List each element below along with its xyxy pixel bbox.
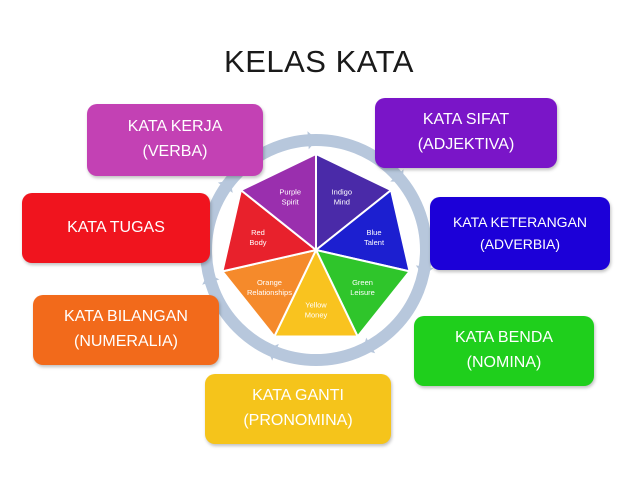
kata-kerja-box: KATA KERJA (VERBA) bbox=[87, 104, 263, 176]
wheel-segment bbox=[239, 152, 317, 253]
kata-bilangan-sublabel: (NUMERALIA) bbox=[73, 333, 178, 350]
kata-tugas-label: KATA TUGAS bbox=[67, 218, 165, 236]
kata-kerja-label: KATA KERJA bbox=[127, 118, 223, 136]
kata-benda-sublabel: (NOMINA) bbox=[466, 354, 542, 371]
kata-keterangan-label: KATA KETERANGAN bbox=[452, 213, 588, 230]
kata-bilangan-label: KATA BILANGAN bbox=[64, 308, 188, 326]
kata-ganti-sublabel: (PRONOMINA) bbox=[243, 412, 353, 429]
kata-benda-label: KATA BENDA bbox=[454, 329, 554, 347]
wheel-arrow-head bbox=[415, 265, 434, 276]
kata-sifat-label: KATA SIFAT bbox=[422, 111, 510, 129]
kata-tugas-box: KATA TUGAS bbox=[22, 193, 210, 263]
wheel-arrow-head bbox=[362, 337, 376, 354]
wheel-arrow-head bbox=[390, 169, 404, 183]
kata-kerja-sublabel: (VERBA) bbox=[142, 143, 208, 160]
kata-benda-box: KATA BENDA (NOMINA) bbox=[414, 316, 594, 386]
kata-keterangan-sublabel: (ADVERBIA) bbox=[479, 235, 561, 252]
wheel-arrow-head bbox=[267, 343, 279, 361]
kata-sifat-box: KATA SIFAT (ADJEKTIVA) bbox=[375, 98, 557, 168]
page-title: KELAS KATA bbox=[224, 44, 414, 79]
kata-sifat-sublabel: (ADJEKTIVA) bbox=[417, 136, 515, 153]
kata-ganti-box: KATA GANTI (PRONOMINA) bbox=[205, 374, 391, 444]
kata-bilangan-box: KATA BILANGAN (NUMERALIA) bbox=[33, 295, 219, 365]
kata-keterangan-box: KATA KETERANGAN (ADVERBIA) bbox=[430, 197, 610, 270]
kata-ganti-label: KATA GANTI bbox=[252, 387, 344, 405]
wheel-arrow-head bbox=[202, 273, 220, 285]
wheel-arrow-head bbox=[307, 131, 318, 150]
wheel-arrow-head bbox=[217, 180, 233, 193]
